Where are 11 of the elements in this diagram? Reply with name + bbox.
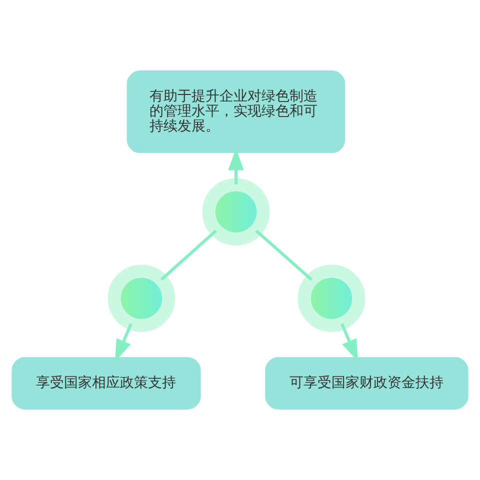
node-box: 有助于提升企业对绿色制造的管理水平，实现绿色和可持续发展。	[126, 70, 346, 153]
node-circle	[202, 178, 270, 246]
connector	[160, 230, 217, 281]
node-circle	[108, 264, 176, 332]
connector	[255, 230, 313, 281]
node-circle	[298, 264, 366, 332]
node-box: 可享受国家财政资金扶持	[265, 357, 468, 410]
arrow	[340, 323, 358, 362]
node-box: 享受国家相应政策支持	[12, 357, 201, 410]
arrow	[228, 148, 244, 184]
arrow	[114, 323, 132, 362]
